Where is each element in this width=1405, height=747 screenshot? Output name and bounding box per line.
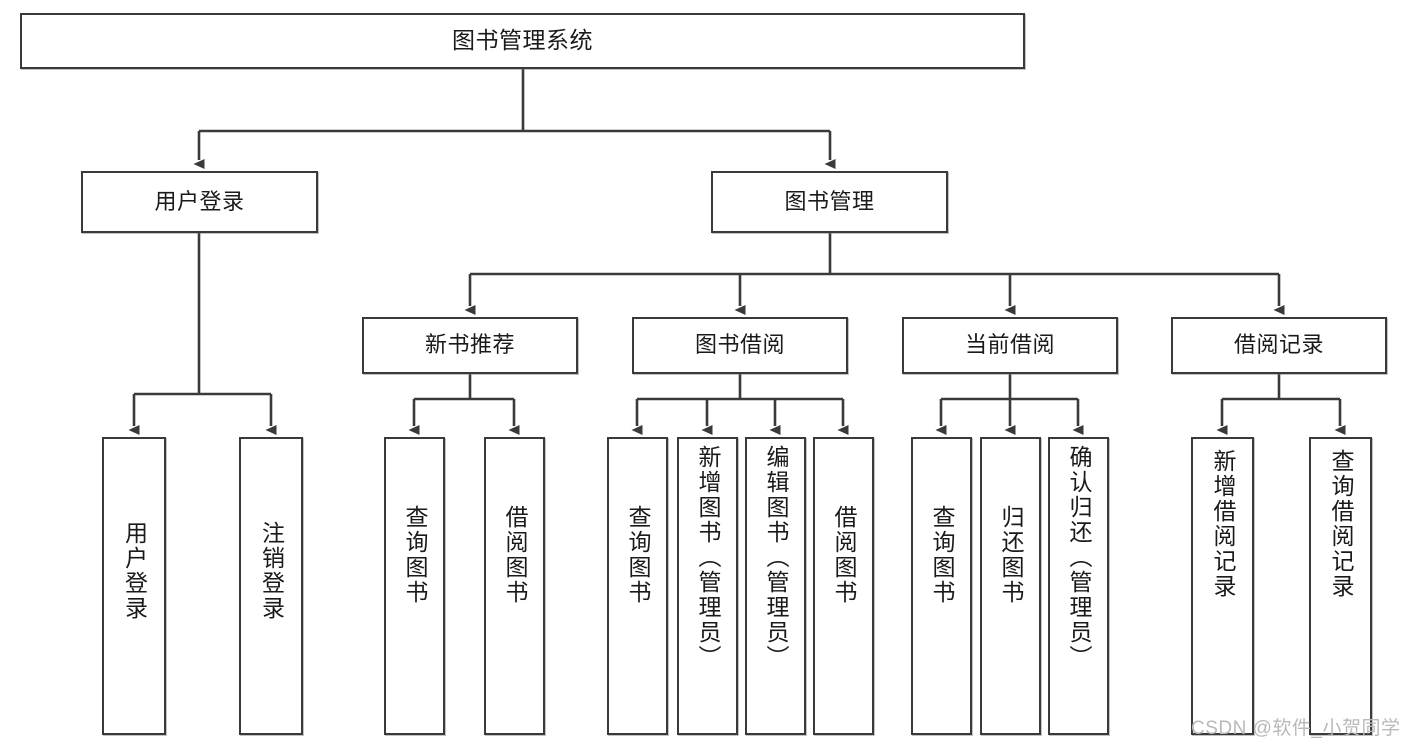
- leaf-query-book-3[interactable]: 查询图书: [911, 437, 972, 735]
- leaf-borrow-book-2[interactable]: 借阅图书: [813, 437, 874, 735]
- leaf-add-book[interactable]: 新增图书（管理员）: [677, 437, 738, 735]
- node-label: 新书推荐: [424, 332, 515, 358]
- leaf-query-record[interactable]: 查询借阅记录: [1309, 437, 1372, 735]
- node-label: 注销登录: [258, 521, 285, 621]
- leaf-query-book-2[interactable]: 查询图书: [607, 437, 668, 735]
- node-label: 图书管理: [784, 188, 875, 214]
- node-label: 图书借阅: [694, 332, 785, 358]
- node-label: 编辑图书（管理员）: [763, 445, 789, 670]
- watermark: CSDN @软件_小贺同学: [1191, 718, 1401, 739]
- node-book-manage[interactable]: 图书管理: [711, 171, 948, 233]
- leaf-user-login[interactable]: 用户登录: [102, 437, 166, 735]
- node-label: 借阅记录: [1233, 332, 1324, 358]
- node-label: 查询图书: [402, 505, 428, 605]
- node-label: 确认归还（管理员）: [1066, 445, 1092, 670]
- node-label: 用户登录: [154, 188, 245, 214]
- node-label: 借阅图书: [831, 505, 857, 605]
- node-borrow-record[interactable]: 借阅记录: [1171, 317, 1387, 374]
- node-new-book-recommend[interactable]: 新书推荐: [362, 317, 578, 374]
- node-label: 用户登录: [121, 521, 148, 621]
- node-label: 查询借阅记录: [1328, 449, 1354, 599]
- node-label: 查询图书: [625, 505, 651, 605]
- leaf-query-book-1[interactable]: 查询图书: [384, 437, 445, 735]
- node-user-login[interactable]: 用户登录: [81, 171, 318, 233]
- node-label: 当前借阅: [964, 332, 1055, 358]
- node-label: 借阅图书: [502, 505, 528, 605]
- leaf-user-logout[interactable]: 注销登录: [239, 437, 303, 735]
- leaf-edit-book[interactable]: 编辑图书（管理员）: [745, 437, 806, 735]
- node-label: 图书管理系统: [452, 27, 593, 54]
- node-current-borrow[interactable]: 当前借阅: [902, 317, 1118, 374]
- leaf-borrow-book-1[interactable]: 借阅图书: [484, 437, 545, 735]
- leaf-return-book[interactable]: 归还图书: [980, 437, 1041, 735]
- node-label: 新增借阅记录: [1210, 449, 1236, 599]
- node-root[interactable]: 图书管理系统: [20, 13, 1025, 69]
- node-book-borrow[interactable]: 图书借阅: [632, 317, 848, 374]
- node-label: 查询图书: [929, 505, 955, 605]
- leaf-add-record[interactable]: 新增借阅记录: [1191, 437, 1254, 735]
- node-label: 归还图书: [998, 505, 1024, 605]
- node-label: 新增图书（管理员）: [695, 445, 721, 670]
- leaf-confirm-return[interactable]: 确认归还（管理员）: [1048, 437, 1109, 735]
